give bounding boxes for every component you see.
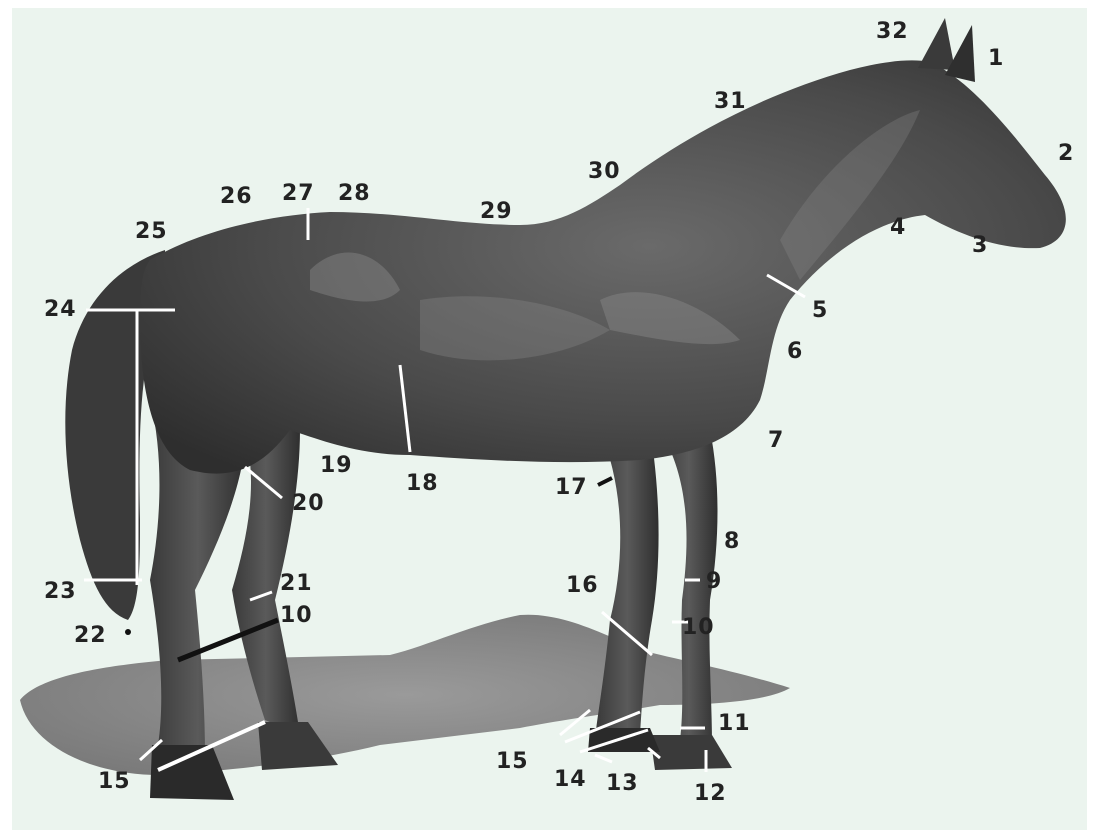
- label-27: 27: [282, 181, 315, 206]
- label-21: 21: [280, 571, 313, 596]
- label-29: 29: [480, 199, 513, 224]
- label-11: 11: [718, 711, 751, 736]
- label-26: 26: [220, 184, 253, 209]
- marker-22: [125, 629, 131, 635]
- label-6: 6: [787, 339, 803, 364]
- label-30: 30: [588, 159, 621, 184]
- label-9: 9: [706, 569, 722, 594]
- label-3: 3: [972, 233, 988, 258]
- label-10-fore: 10: [682, 615, 715, 640]
- label-10-hind: 10: [280, 603, 313, 628]
- label-15-fore: 15: [496, 749, 529, 774]
- label-2: 2: [1058, 141, 1074, 166]
- label-17: 17: [555, 475, 588, 500]
- label-7: 7: [768, 428, 784, 453]
- label-1: 1: [988, 46, 1004, 71]
- label-13: 13: [606, 771, 639, 796]
- label-14: 14: [554, 767, 587, 792]
- label-18: 18: [406, 471, 439, 496]
- label-4: 4: [890, 215, 906, 240]
- label-32: 32: [876, 19, 909, 44]
- label-23: 23: [44, 579, 77, 604]
- label-16: 16: [566, 573, 599, 598]
- label-19: 19: [320, 453, 353, 478]
- label-12: 12: [694, 781, 727, 806]
- label-15-hind: 15: [98, 769, 131, 794]
- label-22: 22: [74, 623, 107, 648]
- label-20: 20: [292, 491, 325, 516]
- label-28: 28: [338, 181, 371, 206]
- label-25: 25: [135, 219, 168, 244]
- label-8: 8: [724, 529, 740, 554]
- label-31: 31: [714, 89, 747, 114]
- label-5: 5: [812, 298, 828, 323]
- label-24: 24: [44, 297, 77, 322]
